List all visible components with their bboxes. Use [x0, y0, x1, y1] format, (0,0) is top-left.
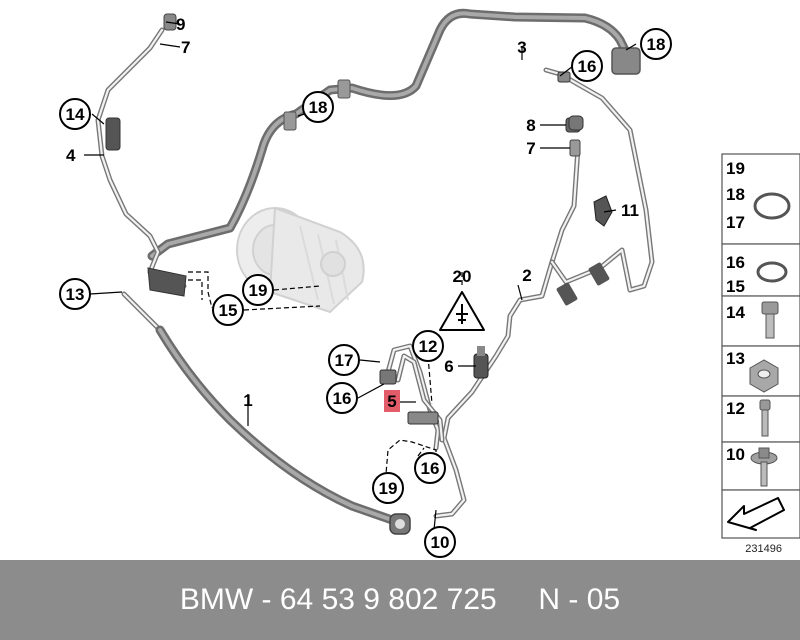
callout-8: 8 [526, 116, 535, 135]
pressure-line-4 [95, 13, 187, 297]
bolt-icon [761, 301, 779, 339]
callout-circle-18-mid [302, 91, 334, 123]
pressure-hose-1 [121, 291, 411, 535]
callout-11: 11 [621, 201, 639, 220]
side-label-17: 17 [726, 213, 745, 232]
nut-icon [749, 359, 779, 393]
callout-12: 12 [419, 337, 438, 356]
callout-circle-18-right [640, 28, 672, 60]
callout-16-top: 16 [578, 57, 597, 76]
callout-17: 17 [335, 351, 354, 370]
callout-6: 6 [444, 357, 453, 376]
warning-triangle-icon [439, 291, 485, 331]
callout-circle-16-top [571, 50, 603, 82]
callout-circle-15 [212, 294, 244, 326]
callout-14: 14 [66, 105, 85, 124]
callout-19-bottom: 19 [379, 479, 398, 498]
hose-fitting [283, 111, 297, 131]
side-label-14: 14 [726, 303, 745, 322]
callout-18-mid: 18 [309, 98, 328, 117]
side-label-10: 10 [726, 445, 745, 464]
callout-20: 20 [453, 267, 472, 286]
side-label-19: 19 [726, 159, 745, 178]
seal-ring-icon [756, 261, 788, 283]
pipe-line-2 [433, 67, 655, 519]
callout-16-left: 16 [333, 389, 352, 408]
callout-18-right: 18 [647, 35, 666, 54]
highlight-box-5 [384, 390, 400, 412]
hose-fitting [337, 79, 351, 99]
callout-circle-16-left [326, 382, 358, 414]
callout-circle-13 [59, 278, 91, 310]
callout-circle-12 [412, 330, 444, 362]
callout-4: 4 [66, 146, 76, 165]
callout-15: 15 [219, 301, 238, 320]
callout-circle-19-bottom [372, 472, 404, 504]
callout-circle-19-left [242, 274, 274, 306]
valve-cap-8 [568, 115, 584, 131]
side-label-15: 15 [726, 277, 745, 296]
hose-connector-block [611, 47, 641, 75]
callout-2: 2 [522, 266, 531, 285]
callout-19-left: 19 [249, 281, 268, 300]
suction-hose-3 [147, 8, 641, 261]
callout-circle-10 [424, 526, 456, 558]
part-11-clip [593, 195, 613, 227]
callout-5: 5 [387, 392, 396, 411]
side-label-18: 18 [726, 185, 745, 204]
pipe-line-5 [379, 343, 445, 451]
side-label-12: 12 [726, 399, 745, 418]
callout-10: 10 [431, 533, 450, 552]
callout-circle-16-bottom [414, 452, 446, 484]
side-label-13: 13 [726, 349, 745, 368]
pressure-sensor-6 [473, 346, 489, 379]
callout-7-top: 7 [181, 38, 190, 57]
callout-16-bottom: 16 [421, 459, 440, 478]
callout-9: 9 [176, 15, 185, 34]
side-label-16: 16 [726, 253, 745, 272]
o-ring-icon [753, 192, 791, 220]
callout-13: 13 [66, 285, 85, 304]
side-panel: 19 18 17 16 15 14 13 12 10 [721, 153, 800, 555]
arrow-icon [727, 497, 785, 531]
diagram-number: 231496 [745, 543, 782, 555]
side-panel-cell-3 [721, 295, 800, 347]
callout-circle-14 [59, 98, 91, 130]
callout-circle-17 [328, 344, 360, 376]
callout-7-right: 7 [526, 139, 535, 158]
footer-bar: BMW - 64 53 9 802 725 N - 05 [0, 560, 800, 640]
callout-3: 3 [517, 38, 526, 57]
callouts: 9 7 14 4 13 19 15 18 3 18 16 8 7 11 2 20… [59, 15, 672, 558]
ac-compressor [236, 206, 365, 314]
part-number-text: BMW - 64 53 9 802 725 N - 05 [179, 583, 621, 616]
lead-lines [84, 21, 637, 531]
screw-icon [759, 399, 771, 437]
parts-diagram: 9 7 14 4 13 19 15 18 3 18 16 8 7 11 2 20… [59, 8, 800, 558]
flange-bolt-icon [750, 447, 778, 487]
callout-1: 1 [243, 391, 252, 410]
